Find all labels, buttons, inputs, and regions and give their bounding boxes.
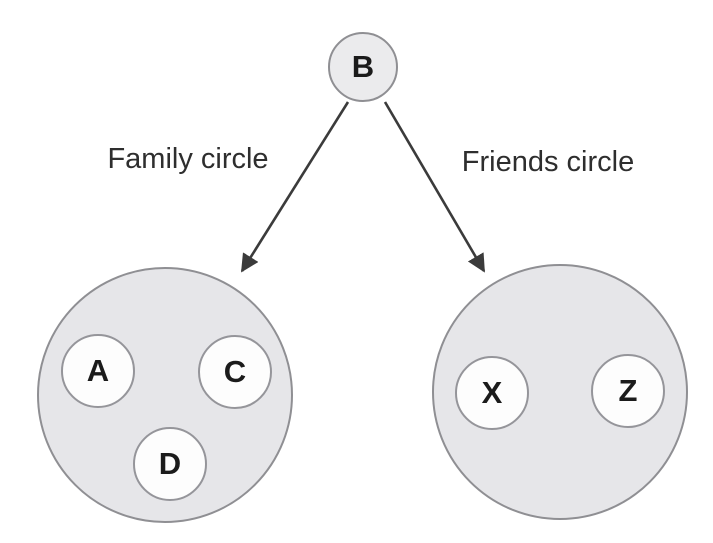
node-d-label: D: [158, 446, 182, 481]
node-a: A: [61, 334, 135, 408]
node-b: B: [328, 32, 398, 102]
node-x: X: [455, 356, 529, 430]
edge-arrow-friends: [383, 101, 486, 273]
node-z-label: Z: [618, 373, 638, 408]
edge-label-family-circle: Family circle: [107, 143, 269, 175]
node-z: Z: [591, 354, 665, 428]
node-x-label: X: [481, 375, 503, 410]
node-c: C: [198, 335, 272, 409]
edge-label-friends-circle: Friends circle: [461, 146, 635, 178]
node-a-label: A: [86, 353, 110, 388]
edge-arrow-family: [240, 101, 350, 273]
node-d: D: [133, 427, 207, 501]
node-b-label: B: [351, 49, 375, 84]
node-c-label: C: [223, 354, 247, 389]
